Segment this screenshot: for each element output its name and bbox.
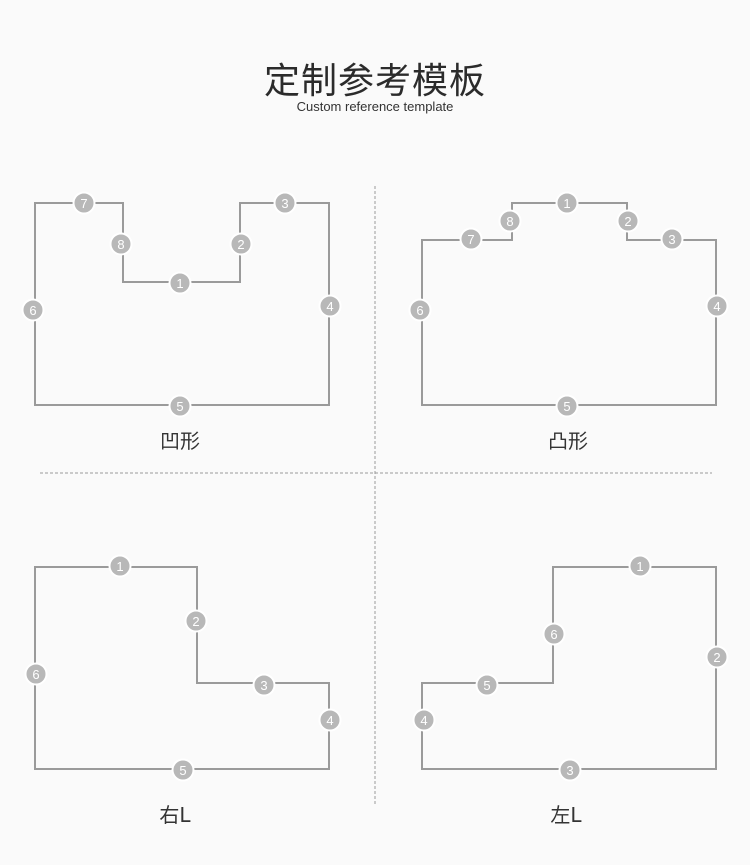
edge-badge-number: 5 (179, 763, 186, 778)
edge-badge: 4 (412, 708, 436, 732)
edge-badge-circle (21, 298, 45, 322)
edge-badge-number: 4 (326, 299, 333, 314)
edge-badge-circle (168, 394, 192, 418)
edge-badge: 6 (24, 662, 48, 686)
edge-badge-number: 4 (326, 713, 333, 728)
edge-badge-circle (628, 554, 652, 578)
edge-badge: 2 (229, 232, 253, 256)
left-l-caption: 左L (550, 803, 582, 827)
edge-badge: 3 (273, 191, 297, 215)
edge-badge: 4 (705, 294, 729, 318)
template-right-l: 1 2 3 4 5 6 右L (24, 554, 342, 827)
edge-badge-circle (412, 708, 436, 732)
edge-badge: 3 (558, 758, 582, 782)
edge-badge: 3 (252, 673, 276, 697)
edge-badge: 2 (616, 209, 640, 233)
template-convex: 1 2 3 4 5 6 7 8 凸形 (408, 191, 729, 453)
edge-badge: 1 (168, 271, 192, 295)
edge-badge-number: 6 (550, 627, 557, 642)
edge-badge-number: 1 (636, 559, 643, 574)
edge-badge-number: 7 (467, 232, 474, 247)
edge-badge-number: 2 (624, 214, 631, 229)
edge-badge-number: 4 (713, 299, 720, 314)
edge-badge: 7 (459, 227, 483, 251)
edge-badge-circle (252, 673, 276, 697)
edge-badge-circle (498, 209, 522, 233)
edge-badge-circle (318, 294, 342, 318)
edge-badge-number: 2 (237, 237, 244, 252)
edge-badge-circle (542, 622, 566, 646)
edge-badge-number: 6 (29, 303, 36, 318)
edge-badge-number: 2 (192, 614, 199, 629)
edge-badge: 5 (555, 394, 579, 418)
edge-badge: 1 (555, 191, 579, 215)
edge-badge-number: 6 (416, 303, 423, 318)
edge-badge-number: 1 (116, 559, 123, 574)
edge-badge-number: 5 (176, 399, 183, 414)
edge-badge: 5 (171, 758, 195, 782)
edge-badge-circle (184, 609, 208, 633)
edge-badge-number: 8 (117, 237, 124, 252)
edge-badge-circle (24, 662, 48, 686)
edge-badge-circle (109, 232, 133, 256)
edge-badge: 1 (628, 554, 652, 578)
edge-badge-number: 5 (563, 399, 570, 414)
concave-caption: 凹形 (160, 429, 200, 453)
page-subtitle: Custom reference template (296, 99, 454, 114)
edge-badge: 3 (660, 227, 684, 251)
right-l-outline (34, 566, 330, 770)
edge-badge: 6 (21, 298, 45, 322)
edge-badge: 5 (168, 394, 192, 418)
edge-badge-number: 2 (713, 650, 720, 665)
edge-badge: 6 (408, 298, 432, 322)
edge-badge: 4 (318, 708, 342, 732)
edge-badge-circle (273, 191, 297, 215)
edge-badge-number: 1 (563, 196, 570, 211)
edge-badge-number: 7 (80, 196, 87, 211)
edge-badge: 8 (109, 232, 133, 256)
edge-badge: 4 (318, 294, 342, 318)
concave-outline (34, 202, 330, 406)
template-left-l: 1 2 3 4 5 6 左L (412, 554, 729, 827)
edge-badge: 2 (705, 645, 729, 669)
edge-badge-number: 3 (566, 763, 573, 778)
edge-badge-circle (705, 645, 729, 669)
edge-badge-circle (108, 554, 132, 578)
edge-badge-circle (229, 232, 253, 256)
edge-badge-circle (475, 673, 499, 697)
edge-badge-circle (555, 191, 579, 215)
page-title: 定制参考模板 (263, 61, 486, 102)
edge-badge: 7 (72, 191, 96, 215)
edge-badge-circle (459, 227, 483, 251)
edge-badge-number: 4 (420, 713, 427, 728)
edge-badge-number: 1 (176, 276, 183, 291)
convex-caption: 凸形 (548, 429, 588, 453)
edge-badge-circle (408, 298, 432, 322)
edge-badge: 8 (498, 209, 522, 233)
edge-badge: 1 (108, 554, 132, 578)
edge-badge-number: 3 (260, 678, 267, 693)
left-l-outline (421, 566, 717, 770)
edge-badge-circle (705, 294, 729, 318)
edge-badge-circle (72, 191, 96, 215)
edge-badge-number: 3 (281, 196, 288, 211)
edge-badge-number: 5 (483, 678, 490, 693)
edge-badge: 5 (475, 673, 499, 697)
edge-badge-circle (318, 708, 342, 732)
edge-badge: 2 (184, 609, 208, 633)
edge-badge-circle (555, 394, 579, 418)
template-concave: 1 2 3 4 5 6 7 8 凹形 (21, 191, 342, 453)
right-l-caption: 右L (159, 803, 191, 827)
edge-badge-circle (660, 227, 684, 251)
edge-badge-circle (168, 271, 192, 295)
edge-badge-circle (171, 758, 195, 782)
edge-badge-number: 6 (32, 667, 39, 682)
edge-badge-circle (558, 758, 582, 782)
edge-badge-circle (616, 209, 640, 233)
edge-badge-number: 3 (668, 232, 675, 247)
edge-badge-number: 8 (506, 214, 513, 229)
edge-badge: 6 (542, 622, 566, 646)
